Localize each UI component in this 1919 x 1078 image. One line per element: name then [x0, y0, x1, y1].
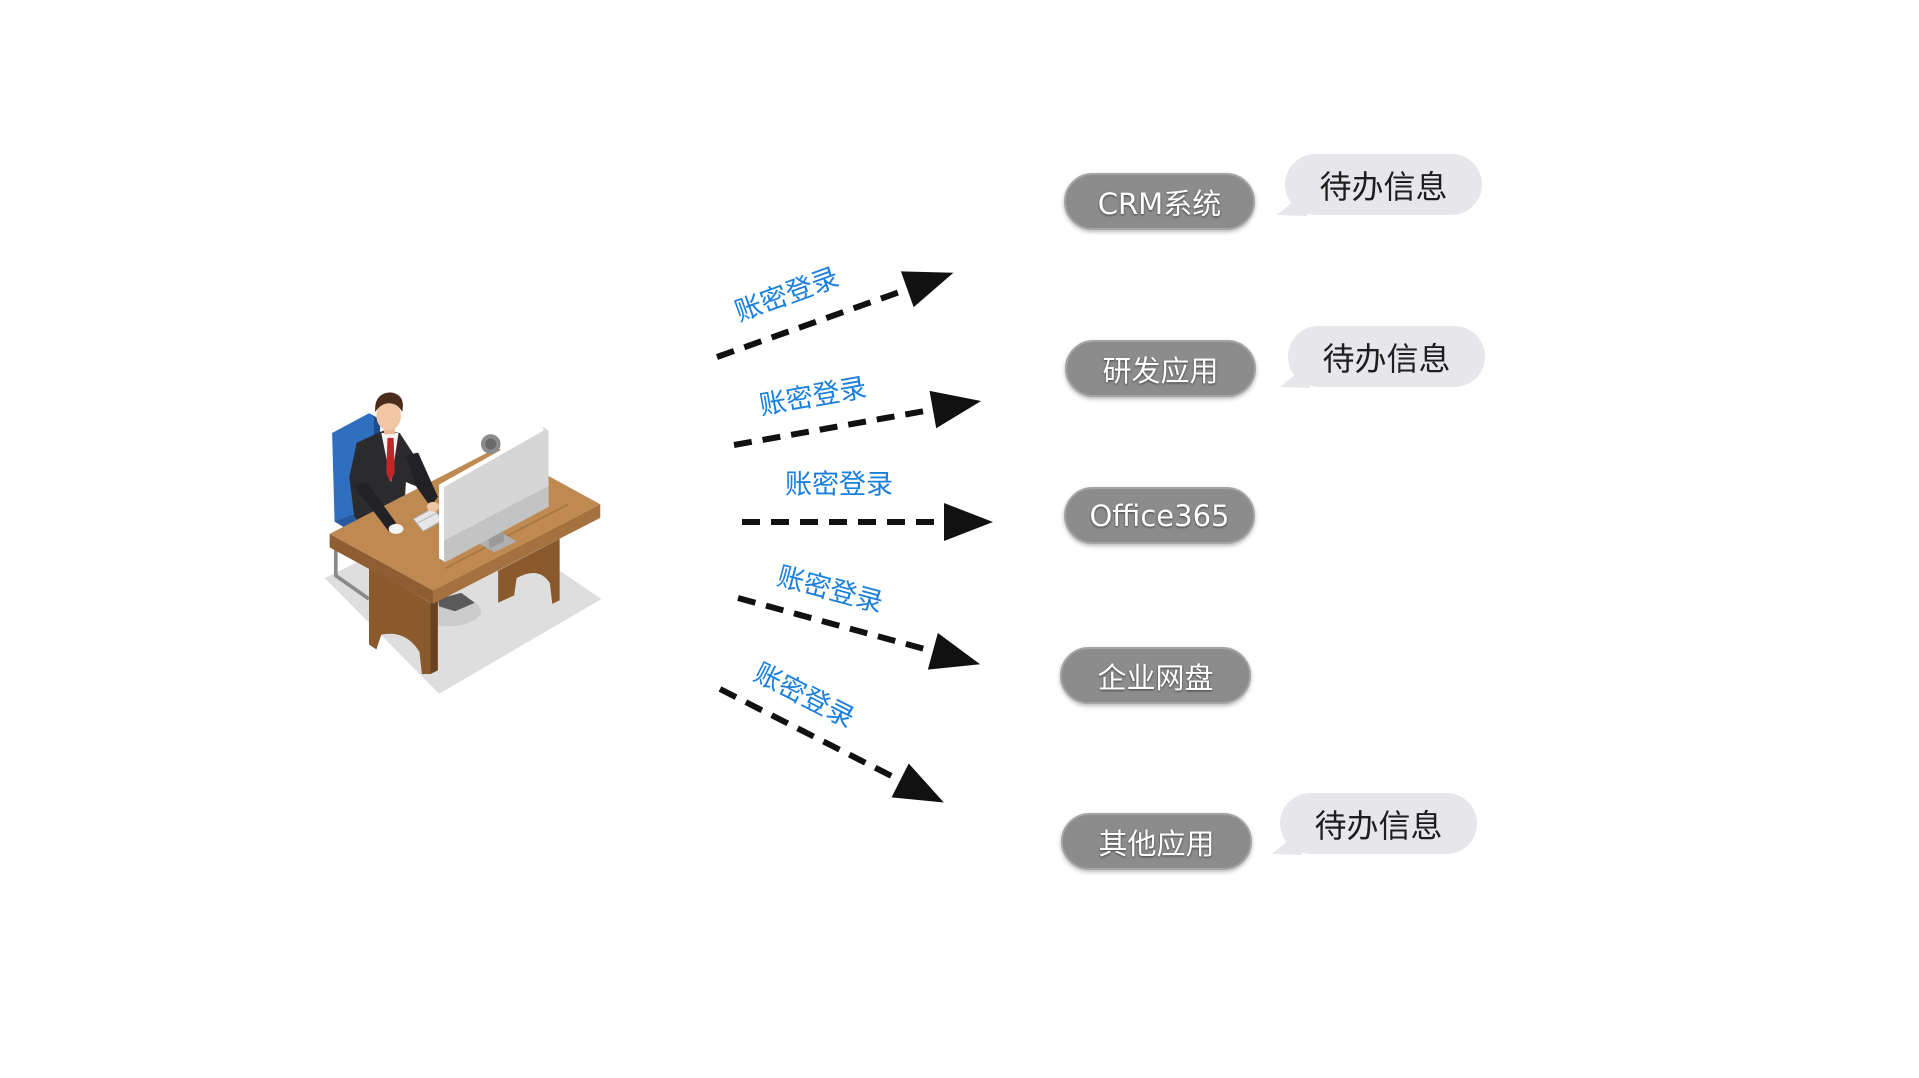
- person-shoe: [437, 592, 475, 612]
- webcam-lens: [485, 438, 497, 450]
- login-arrow-office365: [742, 503, 993, 541]
- person-arm-right: [405, 452, 438, 507]
- desk-leg-left: [369, 568, 431, 675]
- dashed-line: [718, 686, 906, 785]
- app-node-crm: CRM系统: [1064, 173, 1255, 230]
- login-label-office365: 账密登录: [785, 469, 893, 501]
- arrow-head: [900, 271, 954, 308]
- dashed-line: [737, 595, 938, 656]
- desk-front-right-edge: [432, 504, 601, 604]
- arrow-head: [944, 503, 993, 541]
- monitor-chin: [442, 485, 549, 563]
- app-node-other: 其他应用: [1061, 813, 1252, 870]
- app-node-rd: 研发应用: [1065, 340, 1256, 397]
- app-node-label: Office365: [1089, 498, 1230, 533]
- arrow-head: [891, 763, 944, 803]
- app-node-label: CRM系统: [1097, 186, 1222, 221]
- arrow-head: [929, 390, 982, 429]
- login-arrow-netdisk: [737, 595, 981, 670]
- login-arrow-rd: [733, 390, 982, 448]
- todo-bubble-rd: 待办信息: [1288, 326, 1485, 387]
- desk-leg-left-side: [430, 599, 438, 675]
- todo-bubble-label: 待办信息: [1322, 339, 1451, 378]
- keyboard-keys: [417, 512, 437, 524]
- chair-base: [333, 548, 371, 601]
- login-arrow-crm: [715, 271, 954, 360]
- arrow-head: [927, 632, 981, 670]
- app-node-label: 研发应用: [1102, 353, 1219, 388]
- dashed-line: [733, 405, 938, 448]
- app-node-netdisk: 企业网盘: [1060, 647, 1251, 704]
- dashed-line: [715, 285, 913, 360]
- todo-bubble-label: 待办信息: [1319, 167, 1448, 206]
- app-node-label: 其他应用: [1098, 826, 1215, 861]
- person-hand-left: [388, 523, 404, 534]
- todo-bubble-other: 待办信息: [1280, 793, 1477, 854]
- app-node-office365: Office365: [1064, 487, 1255, 544]
- todo-bubble-crm: 待办信息: [1285, 154, 1482, 215]
- person-head: [376, 400, 401, 431]
- person-hair: [375, 392, 403, 413]
- monitor-back: [439, 426, 549, 563]
- desk-leg-right: [498, 538, 560, 604]
- office-worker-illustration: [324, 392, 602, 694]
- desk-front-left-edge: [329, 533, 433, 604]
- todo-bubble-label: 待办信息: [1314, 806, 1443, 845]
- app-node-label: 企业网盘: [1097, 660, 1214, 695]
- login-arrow-other: [718, 686, 944, 803]
- person-arm-left: [354, 482, 397, 532]
- person-hand-right: [426, 501, 440, 512]
- person-tie: [386, 437, 395, 483]
